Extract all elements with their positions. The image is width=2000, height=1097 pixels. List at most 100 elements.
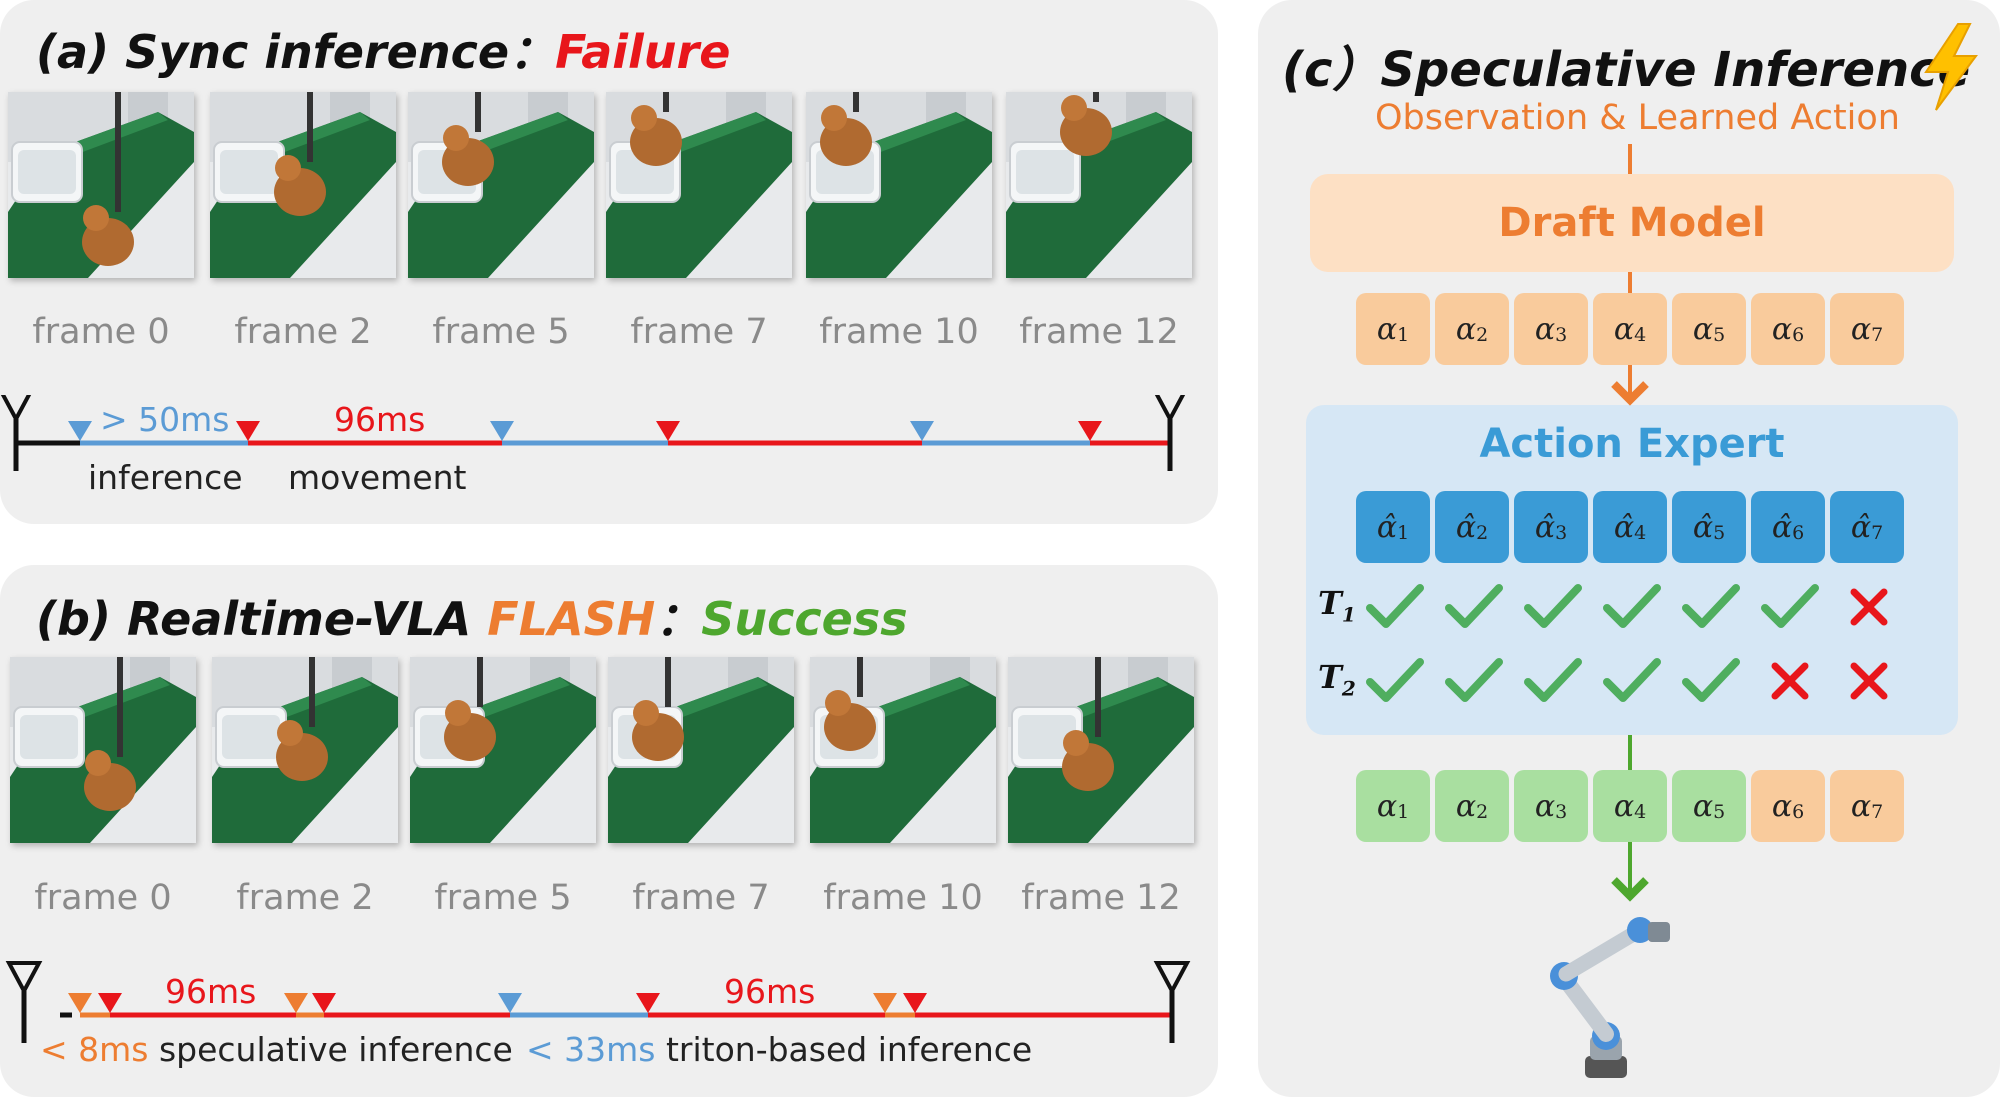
check-icon-2-4 bbox=[1603, 658, 1661, 702]
check-icon-1-5 bbox=[1682, 584, 1740, 628]
tl-b-triton-legend: < 33ms triton-based inference bbox=[526, 1030, 1032, 1069]
check-icon-1-3 bbox=[1524, 584, 1582, 628]
timeline-b bbox=[5, 961, 1191, 1043]
expert-token-3: α̂3 bbox=[1514, 491, 1588, 563]
robot-arm-icon bbox=[1550, 917, 1670, 1078]
tl-b-movement-marker-2 bbox=[636, 993, 660, 1013]
cross-icon-2-6 bbox=[1771, 662, 1809, 700]
tl-b-spec-marker-1 bbox=[284, 993, 308, 1013]
panel-b-frame-label-1: frame 2 bbox=[236, 878, 374, 918]
tl-a-movement-label: movement bbox=[288, 458, 467, 497]
tl-b-spec-marker-0 bbox=[68, 993, 92, 1013]
tl-b-spec-marker-2 bbox=[873, 993, 897, 1013]
verify-row-label-1: T1 bbox=[1318, 584, 1356, 627]
tl-a-inference-marker-0 bbox=[68, 421, 92, 441]
panel-a-status: Failure bbox=[555, 25, 731, 79]
panel-b-title-colon: ： bbox=[655, 592, 702, 646]
tl-b-spec-label: speculative inference bbox=[148, 1030, 513, 1069]
tl-b-movement-time-1: 96ms bbox=[165, 972, 257, 1011]
panel-a-frame-label-4: frame 10 bbox=[819, 312, 979, 352]
panel-a-frame-image-2 bbox=[408, 92, 594, 278]
tl-b-spec-time: < 8ms bbox=[40, 1030, 149, 1069]
draft-model-label: Draft Model bbox=[1498, 200, 1766, 246]
check-icon-1-2 bbox=[1445, 584, 1503, 628]
panel-b-frame-image-5 bbox=[1008, 657, 1194, 843]
panel-b-frame-image-3 bbox=[608, 657, 794, 843]
expert-token-6: α̂6 bbox=[1751, 491, 1825, 563]
tl-a-movement-marker-1 bbox=[656, 421, 680, 441]
draft-model-box: Draft Model bbox=[1310, 174, 1954, 272]
panel-a-title-text: (a) Sync inference： bbox=[36, 25, 556, 79]
tl-b-spec-legend: < 8ms speculative inference bbox=[40, 1030, 513, 1069]
panel-c-arrows bbox=[1611, 144, 1649, 902]
panel-b-title: (b) Realtime-VLA FLASH：Success bbox=[36, 583, 908, 649]
panel-b-frame-label-2: frame 5 bbox=[434, 878, 572, 918]
panel-a-title: (a) Sync inference：Failure bbox=[36, 16, 730, 82]
panel-a-frame-label-3: frame 7 bbox=[630, 312, 768, 352]
expert-token-2: α̂2 bbox=[1435, 491, 1509, 563]
check-icon-1-1 bbox=[1366, 584, 1424, 628]
check-icon-1-6 bbox=[1761, 584, 1819, 628]
panel-a-frame-image-0 bbox=[8, 92, 194, 278]
tl-b-triton-marker bbox=[498, 993, 522, 1013]
input-label: Observation & Learned Action bbox=[1375, 98, 1900, 138]
tl-b-triton-label: triton-based inference bbox=[655, 1030, 1033, 1069]
check-icon-2-3 bbox=[1524, 658, 1582, 702]
action-expert-label: Action Expert bbox=[1479, 421, 1785, 467]
panel-b-title-text: (b) Realtime-VLA bbox=[36, 592, 488, 646]
expert-token-5: α̂5 bbox=[1672, 491, 1746, 563]
cross-icon-2-7 bbox=[1850, 662, 1888, 700]
panel-b-frame-label-3: frame 7 bbox=[632, 878, 770, 918]
tl-b-movement-marker-3 bbox=[903, 993, 927, 1013]
tl-a-movement-marker-0 bbox=[236, 421, 260, 441]
tl-a-end-endpoint bbox=[1154, 395, 1186, 471]
panel-a-frame-image-1 bbox=[210, 92, 396, 278]
panel-b-frame-label-0: frame 0 bbox=[34, 878, 172, 918]
check-icon-1-4 bbox=[1603, 584, 1661, 628]
panel-b-frame-label-5: frame 12 bbox=[1021, 878, 1181, 918]
verify-row-label-2: T2 bbox=[1318, 658, 1356, 701]
tl-a-start-endpoint bbox=[0, 395, 32, 471]
panel-b-frame-image-2 bbox=[410, 657, 596, 843]
tl-a-inference-label: inference bbox=[88, 458, 243, 497]
expert-token-1: α̂1 bbox=[1356, 491, 1430, 563]
timeline-a bbox=[0, 395, 1186, 471]
panel-a-frame-label-1: frame 2 bbox=[234, 312, 372, 352]
panel-b-frame-image-4 bbox=[810, 657, 996, 843]
tl-b-end-endpoint bbox=[1153, 961, 1191, 1043]
panel-a-frame-image-5 bbox=[1006, 92, 1192, 278]
panel-a-frame-image-3 bbox=[606, 92, 792, 278]
expert-token-4: α̂4 bbox=[1593, 491, 1667, 563]
tl-b-movement-marker-1 bbox=[312, 993, 336, 1013]
panel-b-frame-image-1 bbox=[212, 657, 398, 843]
tl-a-inference-time: > 50ms bbox=[100, 400, 230, 439]
tl-b-movement-marker-0 bbox=[98, 993, 122, 1013]
cross-icon-1-7 bbox=[1850, 588, 1888, 626]
lightning-icon bbox=[1924, 23, 1978, 111]
panel-b-status: Success bbox=[701, 592, 908, 646]
tl-b-movement-time-2: 96ms bbox=[724, 972, 816, 1011]
panel-b-frame-label-4: frame 10 bbox=[823, 878, 983, 918]
panel-a-frame-label-0: frame 0 bbox=[32, 312, 170, 352]
check-icon-2-2 bbox=[1445, 658, 1503, 702]
tl-b-start-endpoint bbox=[5, 961, 43, 1043]
tl-b-triton-time: < 33ms bbox=[526, 1030, 656, 1069]
panel-a-frame-label-5: frame 12 bbox=[1019, 312, 1179, 352]
panel-c-title: (c）Speculative Inference bbox=[1282, 42, 1971, 98]
panel-b-method: FLASH bbox=[487, 592, 656, 646]
tl-a-inference-marker-1 bbox=[490, 421, 514, 441]
tl-a-movement-marker-2 bbox=[1078, 421, 1102, 441]
